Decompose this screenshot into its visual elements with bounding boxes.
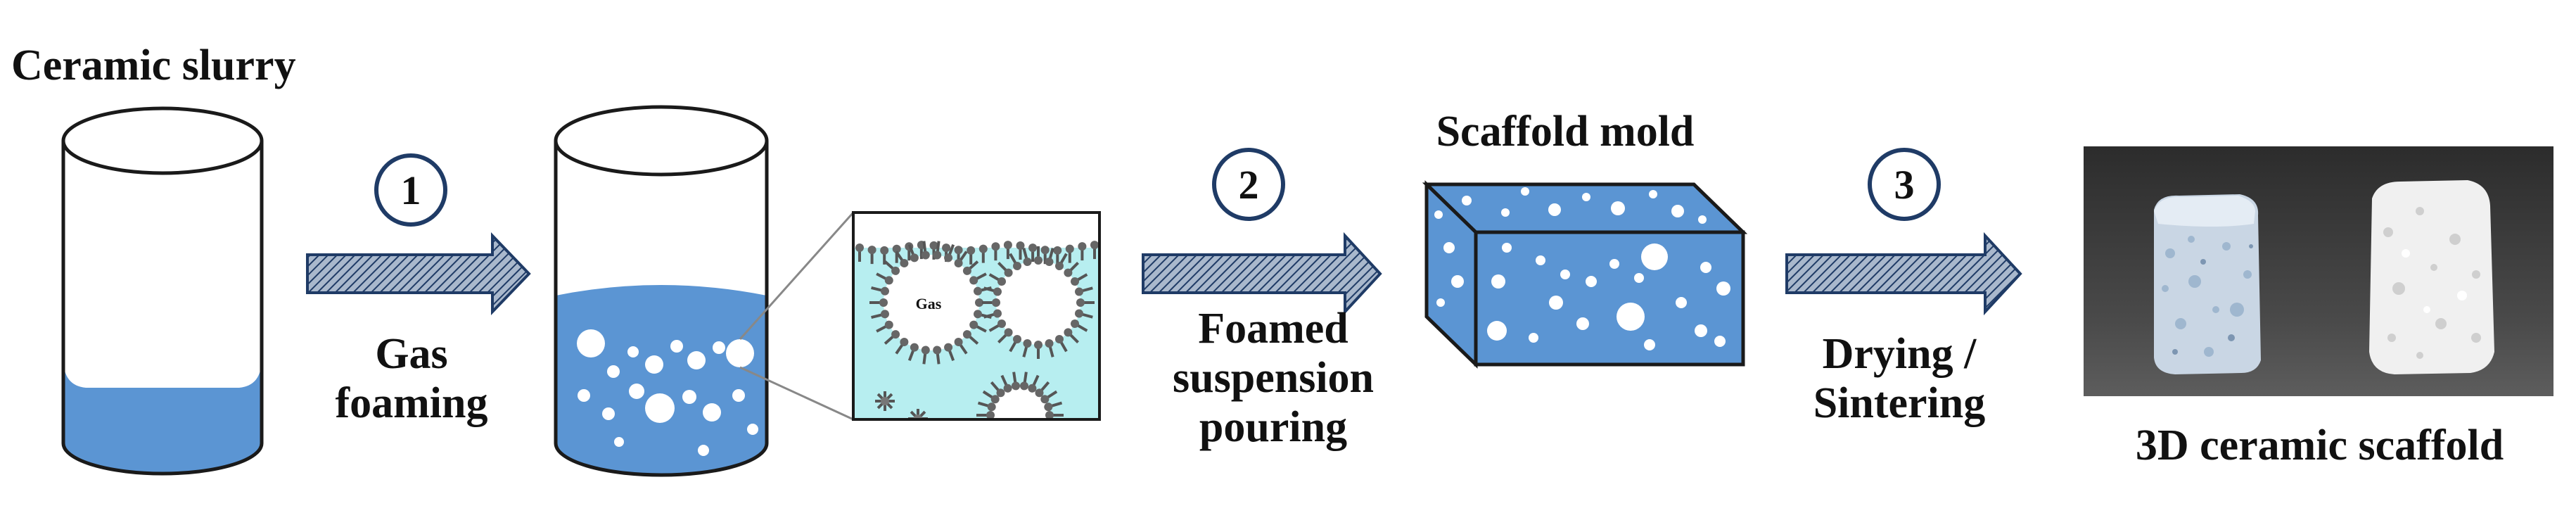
step-1-badge: 1	[374, 153, 447, 227]
ceramic-scaffold-label: 3D ceramic scaffold	[2135, 422, 2504, 469]
step-1-number: 1	[400, 167, 421, 213]
step-2-number: 2	[1238, 161, 1259, 208]
process-arrow-icon	[1142, 232, 1382, 316]
drying-line-1: Drying /	[1822, 330, 1977, 378]
gas-foaming-line-1: Gas	[375, 330, 448, 378]
ceramic-slurry-label: Ceramic slurry	[11, 42, 296, 89]
zoom-line	[739, 366, 854, 421]
step-3-badge: 3	[1868, 148, 1941, 221]
step-2-badge: 2	[1212, 148, 1285, 221]
surfactant-bubble-icon	[852, 211, 1101, 421]
process-arrow-icon	[306, 232, 531, 315]
drying-sintering-label: Drying / Sintering	[1794, 329, 2005, 428]
drying-line-2: Sintering	[1813, 379, 1986, 427]
gas-bubble-label: Gas	[915, 295, 942, 312]
step-3-number: 3	[1894, 161, 1915, 208]
scaffold-mold-icon	[1422, 180, 1748, 369]
foamed-suspension-label: Foamed suspension pouring	[1154, 304, 1393, 452]
zoom-line	[739, 211, 855, 341]
foamed-line-1: Foamed	[1198, 305, 1348, 353]
scaffold-photo	[2084, 146, 2553, 396]
scaffold-mold-label: Scaffold mold	[1436, 108, 1695, 156]
gas-foaming-line-2: foaming	[335, 379, 488, 427]
beaker-icon	[61, 106, 264, 476]
process-arrow-icon	[1785, 232, 2022, 316]
gas-foaming-label: Gas foaming	[320, 329, 503, 428]
foamed-line-2: suspension	[1172, 354, 1375, 402]
foam-beaker-icon	[554, 105, 769, 477]
foamed-line-3: pouring	[1199, 403, 1348, 451]
